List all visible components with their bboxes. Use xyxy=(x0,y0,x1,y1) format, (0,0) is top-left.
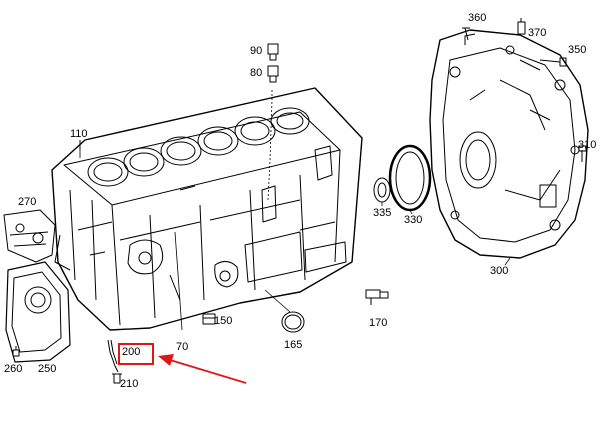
callout-330: 330 xyxy=(404,214,423,226)
callout-250: 250 xyxy=(38,363,57,375)
callout-350: 350 xyxy=(568,44,587,56)
callout-210: 210 xyxy=(120,378,139,390)
callout-70: 70 xyxy=(176,341,189,353)
callout-170: 170 xyxy=(369,317,388,329)
engine-block xyxy=(51,87,363,331)
callout-270: 270 xyxy=(18,196,37,208)
ring-335 xyxy=(373,177,391,203)
highlight-box-200 xyxy=(118,343,154,365)
seal-330 xyxy=(388,144,432,212)
sensor-370 xyxy=(517,18,526,35)
gasket-plate-250 xyxy=(5,261,71,363)
callout-370: 370 xyxy=(528,27,547,39)
callout-310: 310 xyxy=(578,139,597,151)
callout-165: 165 xyxy=(284,339,303,351)
callout-110: 110 xyxy=(70,128,88,140)
callout-360: 360 xyxy=(468,12,487,24)
front-cover-270 xyxy=(3,209,56,263)
plug-80 xyxy=(267,65,279,83)
highlight-arrow xyxy=(158,354,247,384)
bolt-260 xyxy=(12,346,20,357)
bolt-350 xyxy=(539,57,567,67)
callout-335: 335 xyxy=(373,207,392,219)
plug-bolt-170 xyxy=(365,289,389,305)
callout-260: 260 xyxy=(4,363,23,375)
bolt-360 xyxy=(462,27,470,41)
bolt-210 xyxy=(112,373,122,384)
callout-90: 90 xyxy=(250,45,263,57)
callout-300: 300 xyxy=(490,265,509,277)
flywheel-housing-300 xyxy=(429,29,589,259)
callout-150: 150 xyxy=(214,315,233,327)
plug-150 xyxy=(202,313,216,325)
callout-80: 80 xyxy=(250,67,263,79)
dipstick-tube-200 xyxy=(107,339,119,373)
seal-ring-165 xyxy=(281,311,305,333)
plug-90 xyxy=(267,43,279,61)
bolt-310 xyxy=(578,145,587,162)
callout-200: 200 xyxy=(122,346,141,358)
